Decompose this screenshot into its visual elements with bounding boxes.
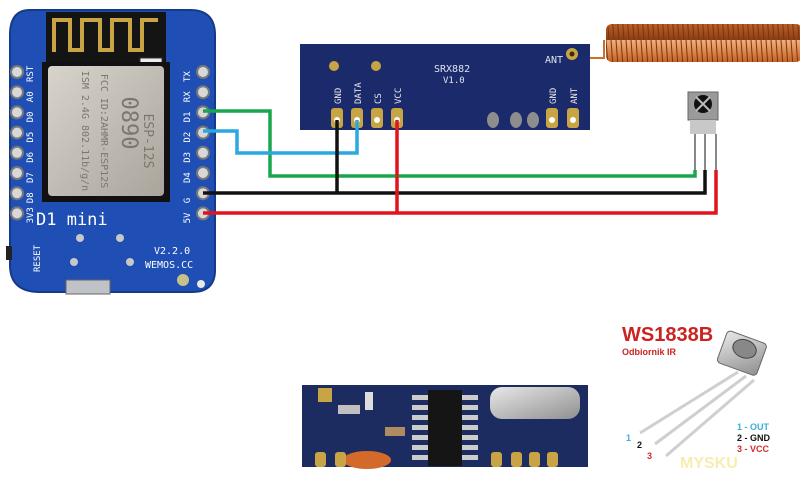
reset-label: RESET bbox=[33, 244, 43, 272]
srx882-module: SRX882 V1.0 ANT GND DATA CS VCC GND ANT bbox=[300, 44, 590, 130]
ceramic-capacitor bbox=[343, 451, 391, 469]
ir-pin-number: 2 bbox=[637, 440, 642, 450]
pin-pad bbox=[529, 452, 540, 467]
pin-pad-d5 bbox=[10, 125, 24, 140]
ir-legend-gnd: 2 - GND bbox=[737, 433, 771, 443]
pin-label: D7 bbox=[26, 172, 36, 183]
pin-label: G bbox=[183, 198, 193, 203]
module-text: ESP-12S bbox=[140, 114, 155, 169]
ir-title: WS1838B bbox=[622, 324, 713, 346]
wire-red-5v bbox=[203, 170, 718, 215]
crystal-oscillator bbox=[490, 387, 580, 419]
pin-pad-d0 bbox=[10, 105, 24, 120]
module-text: 0890 bbox=[116, 97, 141, 150]
wires bbox=[203, 109, 718, 215]
pin-pad bbox=[547, 452, 558, 467]
usb-port bbox=[65, 279, 111, 295]
pin-label: 3V3 bbox=[26, 207, 36, 223]
d1-mini-board: ESP-12S 0890 FCC ID:2AHMR-ESP12S ISM 2.4… bbox=[6, 9, 216, 295]
ws1838b-info-card: WS1838B Odbiornik IR 1 2 3 1 - OUT 2 - G… bbox=[612, 312, 800, 478]
rf-model-label: SRX882 bbox=[434, 64, 470, 75]
rf-pin-label: GND bbox=[549, 88, 559, 104]
pin-label: D4 bbox=[183, 172, 193, 183]
pin-label: D1 bbox=[183, 112, 193, 123]
pin-label: D5 bbox=[26, 132, 36, 143]
ir-subtitle: Odbiornik IR bbox=[622, 347, 677, 357]
rf-pin-label: CS bbox=[374, 93, 384, 104]
pin-pad-d4 bbox=[196, 166, 210, 180]
pin-label: D6 bbox=[26, 152, 36, 163]
pin-label: D8 bbox=[26, 192, 36, 203]
spring-antenna bbox=[572, 24, 800, 62]
pin-label: A0 bbox=[26, 91, 36, 102]
pin-pad-d8 bbox=[10, 186, 24, 201]
pin-pad-d6 bbox=[10, 145, 24, 160]
board-version-label: V2.2.0 bbox=[154, 246, 190, 257]
board-brand-label: WEMOS.CC bbox=[145, 260, 193, 271]
reset-button[interactable] bbox=[6, 246, 12, 260]
pin-label: D0 bbox=[26, 112, 36, 123]
rf-pin-label: DATA bbox=[354, 82, 364, 104]
ir-pin-number: 1 bbox=[626, 433, 631, 443]
pin-pad-rx bbox=[196, 85, 210, 100]
pin-pad bbox=[335, 452, 346, 467]
pin-pad-tx bbox=[196, 65, 210, 79]
ir-legend-vcc: 3 - VCC bbox=[737, 444, 770, 454]
module-text: ISM 2.4G 802.11b/g/n bbox=[79, 71, 90, 191]
rf-pin-label: GND bbox=[334, 88, 344, 104]
pin-pad-rst bbox=[10, 65, 24, 79]
pin-pad-a0 bbox=[10, 85, 24, 100]
watermark: MYSKU bbox=[680, 455, 738, 472]
module-text: FCC ID:2AHMR-ESP12S bbox=[98, 74, 109, 188]
board-name-label: D1 mini bbox=[36, 210, 108, 230]
pin-label: D3 bbox=[183, 152, 193, 163]
pin-pad bbox=[491, 452, 502, 467]
wire-blue-d2-to-data bbox=[203, 120, 359, 155]
ir-receiver-component bbox=[687, 91, 719, 170]
pin-pad bbox=[315, 452, 326, 467]
rf-pin-label: VCC bbox=[394, 88, 404, 104]
pin-pad-d3 bbox=[196, 145, 210, 160]
pin-pad-d7 bbox=[10, 166, 24, 180]
pin-label: 5V bbox=[183, 212, 193, 223]
rf-pin-label: ANT bbox=[570, 87, 580, 104]
pin-label: RST bbox=[26, 65, 36, 82]
wire-black-gnd bbox=[203, 170, 707, 195]
ic-chip bbox=[428, 390, 462, 466]
pin-label: RX bbox=[183, 91, 193, 102]
srx882-component-side bbox=[302, 385, 588, 469]
pin-label: TX bbox=[183, 71, 193, 82]
pin-label: D2 bbox=[183, 132, 193, 143]
ir-legend-out: 1 - OUT bbox=[737, 422, 770, 432]
pin-pad-3v3 bbox=[10, 206, 24, 221]
pcb-antenna-trace bbox=[52, 18, 158, 52]
rf-ant-label: ANT bbox=[545, 55, 563, 66]
esp12s-module bbox=[48, 66, 164, 196]
pin-pad bbox=[511, 452, 522, 467]
wire-green-d1-to-ir-out bbox=[203, 109, 697, 178]
ir-pin-number: 3 bbox=[647, 451, 652, 461]
rf-version-label: V1.0 bbox=[443, 76, 465, 86]
